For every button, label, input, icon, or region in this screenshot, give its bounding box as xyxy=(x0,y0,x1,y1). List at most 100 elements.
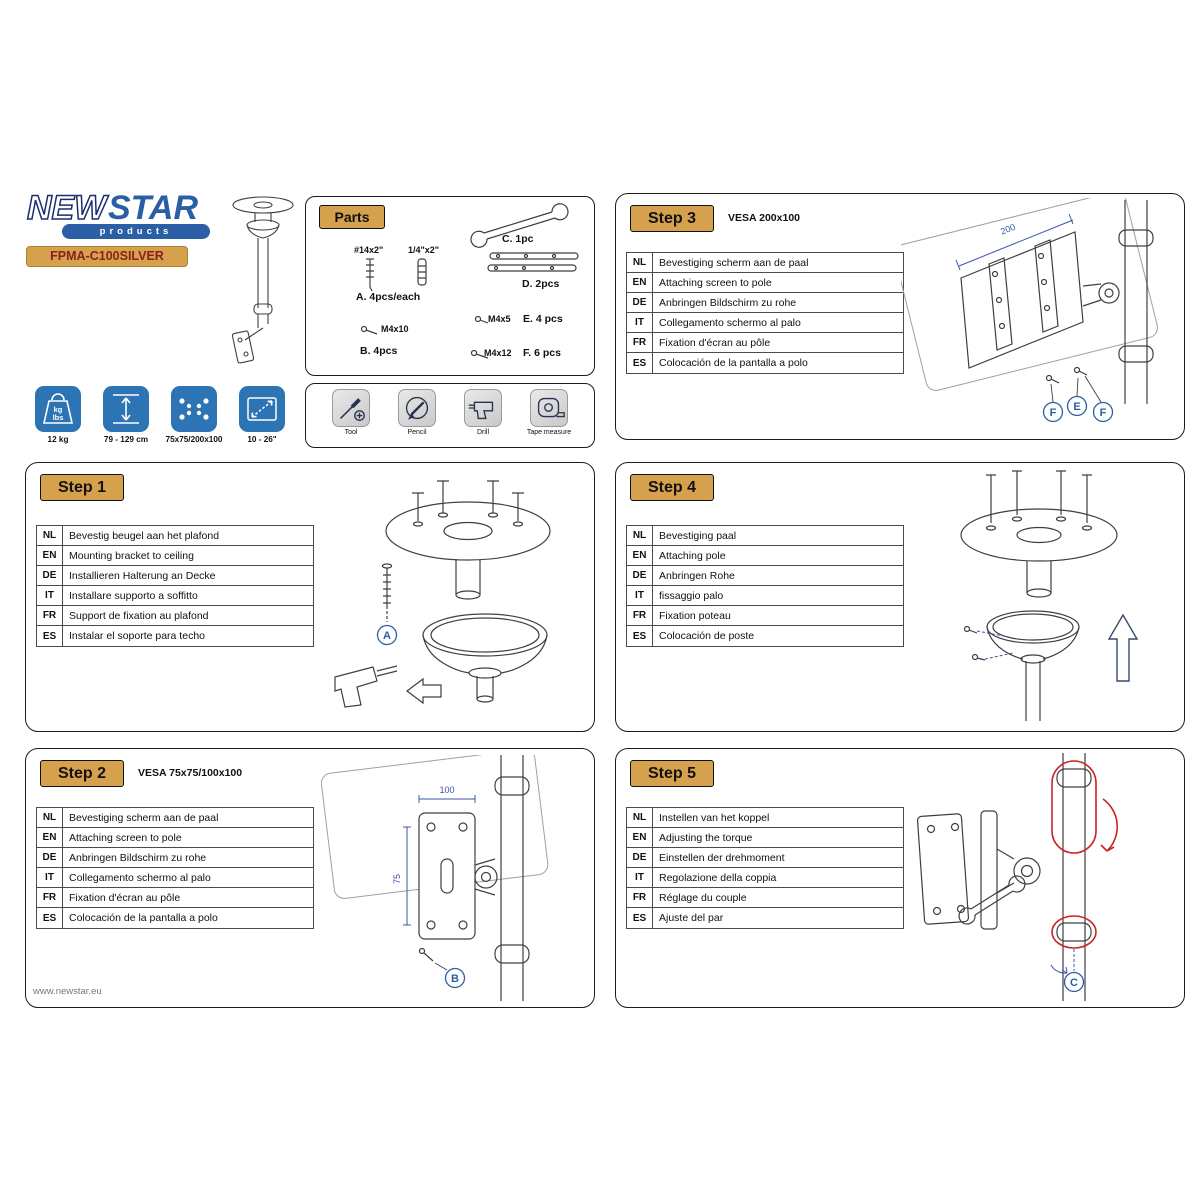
translation-text: Réglage du couple xyxy=(659,891,747,904)
lang-code: DE xyxy=(627,566,653,585)
anchor-drawing xyxy=(417,258,427,286)
lang-code: FR xyxy=(627,888,653,907)
lang-code: IT xyxy=(627,313,653,332)
translation-text: Fixation poteau xyxy=(659,609,731,622)
screw-b-drawing xyxy=(418,947,434,962)
tool-tile xyxy=(332,389,370,427)
pencil-label: Pencil xyxy=(407,429,427,436)
arrow-up-icon xyxy=(1107,613,1139,682)
translation-text: Bevestiging scherm aan de paal xyxy=(69,811,219,824)
step5-illustration: C xyxy=(916,753,1119,1001)
tape-measure-icon xyxy=(537,397,565,418)
screw-14x2-drawing xyxy=(366,258,374,292)
callout-f2: F xyxy=(1092,401,1114,423)
lang-code: IT xyxy=(37,586,63,605)
parts-box: Parts xyxy=(305,196,595,376)
screen-size-label: 10 - 26" xyxy=(247,435,277,444)
leader-lines xyxy=(976,630,1014,660)
brand-logo: NEW STAR products FPMA-C100SILVER xyxy=(26,188,216,267)
translation-text: Bevestig beugel aan het plafond xyxy=(69,529,220,542)
svg-text:F: F xyxy=(1100,407,1107,419)
part-b-label: B. 4pcs xyxy=(360,345,398,357)
screws-drawing xyxy=(1045,366,1088,384)
dim-200-label: 200 xyxy=(999,222,1017,237)
newstar-logo-icon: NEW STAR xyxy=(26,188,198,228)
height-label: 79 - 129 cm xyxy=(103,435,149,444)
lang-code: IT xyxy=(37,868,63,887)
lang-code: FR xyxy=(37,606,63,625)
weight-label: 12 kg xyxy=(47,435,69,444)
lang-code: DE xyxy=(627,848,653,867)
lang-code: ES xyxy=(627,353,653,373)
dimension-line xyxy=(955,213,1074,271)
lang-code: ES xyxy=(37,626,63,646)
callout-e: E xyxy=(1066,395,1088,417)
step-1-title-badge: Step 1 xyxy=(40,474,124,501)
dim-75-label: 75 xyxy=(392,874,402,884)
arrow-left-icon xyxy=(406,677,442,705)
callout-f1: F xyxy=(1042,401,1064,423)
bracket-drawing xyxy=(980,810,1015,930)
lang-code: FR xyxy=(627,606,653,625)
tool-item-pencil: Pencil xyxy=(388,389,446,436)
translation-text: Colocación de poste xyxy=(659,630,755,642)
leader-line xyxy=(1050,949,1075,974)
pole-drawing xyxy=(494,755,530,1001)
step-3-vesa-subtitle: VESA 200x100 xyxy=(728,212,800,224)
translation-text: Fixation d'écran au pôle xyxy=(69,891,181,904)
lang-code: NL xyxy=(627,253,653,272)
part-b-size-label: M4x10 xyxy=(381,324,409,334)
height-range-icon xyxy=(103,386,149,432)
drill-tile xyxy=(464,389,502,427)
leader-lines xyxy=(1050,375,1102,403)
translation-text: fissaggio palo xyxy=(659,589,724,602)
step-3-title-badge: Step 3 xyxy=(630,205,714,232)
spec-screen-size: 10 - 26" xyxy=(228,386,296,444)
tool-item-tool: Tool xyxy=(322,389,380,436)
part-a-label: A. 4pcs/each xyxy=(356,291,421,303)
translation-text: Adjusting the torque xyxy=(659,831,753,844)
wrench-drawing xyxy=(958,875,1026,925)
vesa-label: 75x75/200x100 xyxy=(165,435,223,444)
table-row: FR Réglage du couple xyxy=(627,888,903,908)
vesa-plate-drawing xyxy=(916,813,970,925)
step-2-vesa-subtitle: VESA 75x75/100x100 xyxy=(138,767,243,779)
pole-drawing xyxy=(1056,753,1092,1001)
table-row: DE Anbringen Rohe xyxy=(627,566,903,586)
spec-vesa: 75x75/200x100 xyxy=(160,386,228,444)
spec-weight: kg lbs 12 kg xyxy=(24,386,92,444)
translation-text: Instalar el soporte para techo xyxy=(69,630,205,642)
translation-text: Attaching pole xyxy=(659,549,726,562)
lang-code: DE xyxy=(627,293,653,312)
lang-code: DE xyxy=(37,848,63,867)
translation-text: Installare supporto a soffitto xyxy=(69,589,198,602)
lang-code: FR xyxy=(627,333,653,352)
clamp-drawing xyxy=(1082,282,1120,307)
step-4-title-badge: Step 4 xyxy=(630,474,714,501)
cover-dome-drawing xyxy=(986,610,1080,721)
translation-text: Collegamento schermo al palo xyxy=(69,871,211,884)
clamp-drawing xyxy=(474,858,498,896)
translation-text: Anbringen Rohe xyxy=(659,569,735,582)
tool-label: Tool xyxy=(344,429,358,436)
translation-text: Regolazione della coppia xyxy=(659,871,777,884)
screw-m4x5-drawing xyxy=(474,315,489,324)
logo-new-text: NEW xyxy=(27,189,109,227)
drill-label: Drill xyxy=(476,429,490,436)
step4-illustration xyxy=(960,470,1139,721)
product-overview-drawing xyxy=(231,196,294,364)
